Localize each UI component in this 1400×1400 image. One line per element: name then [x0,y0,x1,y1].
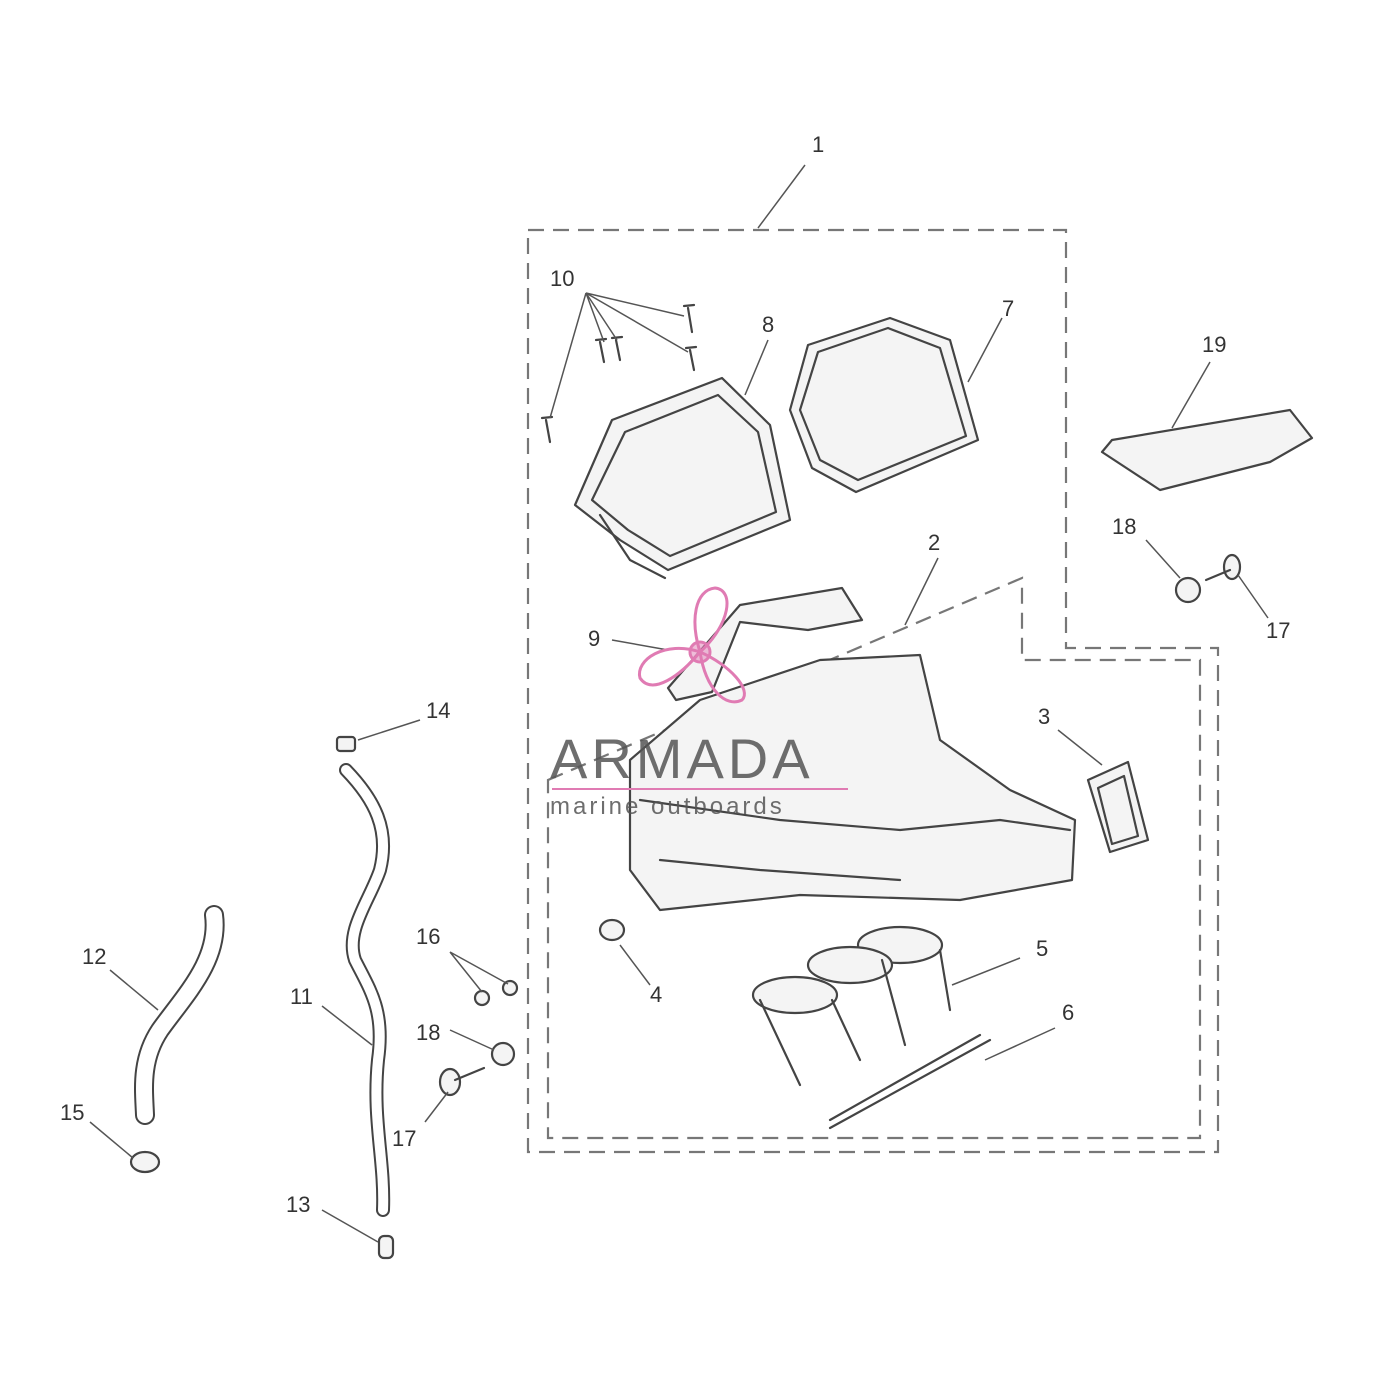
callout-1: 1 [812,132,824,157]
callout-17-left: 17 [392,1126,416,1151]
air-filter-element [788,316,980,494]
callout-6: 6 [1062,1000,1074,1025]
bracket [666,586,864,702]
bolt-left [438,1066,486,1097]
callout-8: 8 [762,312,774,337]
washer [1174,576,1202,604]
watermark-brand: ARMADA [550,727,814,790]
callout-17-right: 17 [1266,618,1290,643]
hose-plug-bottom [377,1234,395,1260]
callout-14: 14 [426,698,450,723]
airbox-body [628,653,1077,912]
callout-15: 15 [60,1100,84,1125]
watermark: ARMADA marine outboards [550,586,848,820]
callout-5: 5 [1036,936,1048,961]
callout-18-left: 18 [416,1020,440,1045]
hose-cap-top [335,735,357,753]
callout-4: 4 [650,982,662,1007]
watermark-divider [552,788,848,790]
filter-frame [573,376,792,580]
callout-16: 16 [416,924,440,949]
callout-18-right: 18 [1112,514,1136,539]
leader-lines [89,164,1269,1243]
callout-11: 11 [290,984,313,1009]
cover [1100,408,1314,492]
seal [1086,760,1150,854]
long-hose-inner [341,765,389,1215]
grommet [598,918,626,942]
intake-bellmouths [751,925,952,1087]
small-bolts [473,979,519,1007]
callout-13: 13 [286,1192,310,1217]
propeller-logo-icon [638,586,746,704]
bolt [1204,553,1242,582]
callout-9: 9 [588,626,600,651]
callout-2: 2 [928,530,940,555]
screws [540,303,698,444]
callout-7: 7 [1002,296,1014,321]
assembly-boundary-outer [526,228,1220,1154]
callout-19: 19 [1202,332,1226,357]
short-hose-inner [136,907,223,1123]
callout-12: 12 [82,944,106,969]
gaskets [828,1033,992,1130]
callout-10: 10 [550,266,574,291]
callout-labels: 1 2 3 4 5 6 7 8 9 10 11 12 13 14 15 16 1… [60,132,1290,1217]
callout-3: 3 [1038,704,1050,729]
hose-clamp [129,1150,161,1174]
watermark-tagline: marine outboards [550,793,785,820]
assembly-boundary-inner [546,576,1202,1140]
washer-left [490,1041,516,1067]
